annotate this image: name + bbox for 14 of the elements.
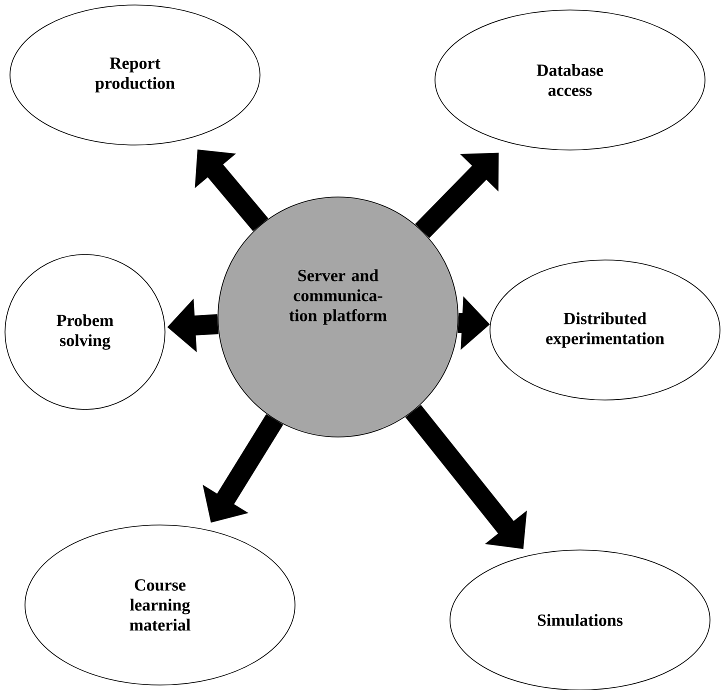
ellipse-node (490, 260, 720, 400)
ellipse-node (434, 10, 706, 150)
ellipse-node (10, 4, 260, 146)
ellipse-node (24, 524, 296, 686)
node-label: Database access (536, 64, 604, 96)
node-label: Server and communica- tion platform (289, 269, 387, 325)
node-label: Probem solving (56, 314, 114, 350)
arrow (415, 152, 499, 238)
hub-circle (218, 196, 458, 438)
node-label: Course learning material (130, 579, 190, 631)
ellipse-node (4, 254, 166, 410)
node-label: Simulations (538, 614, 623, 626)
node-label: Distributed experimentation (546, 312, 664, 348)
node-label: Report production (95, 58, 175, 92)
